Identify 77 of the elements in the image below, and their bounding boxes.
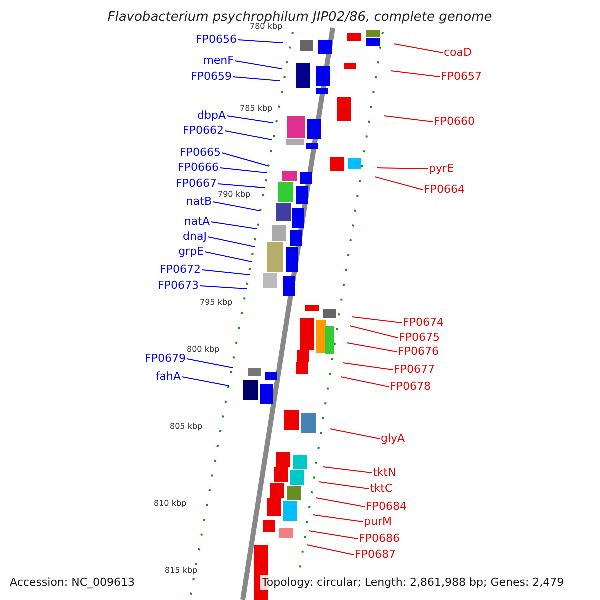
gene-label: FP0679 bbox=[145, 352, 186, 365]
gene-label: FP0660 bbox=[434, 115, 475, 128]
gene-label: FP0686 bbox=[359, 532, 400, 545]
leader-line bbox=[224, 130, 272, 140]
leader-line bbox=[316, 498, 366, 508]
leader-line bbox=[234, 60, 282, 70]
gene-label: FP0656 bbox=[196, 33, 237, 46]
gene-label: FP0675 bbox=[399, 331, 440, 344]
gene-label: FP0664 bbox=[424, 183, 465, 196]
gene-label: purM bbox=[364, 515, 392, 528]
leader-line bbox=[374, 176, 424, 190]
leader-line bbox=[376, 168, 428, 170]
gene-label: glyA bbox=[381, 432, 406, 445]
gene-label: pyrE bbox=[429, 162, 454, 175]
gene-label: FP0676 bbox=[398, 345, 439, 358]
leader-line bbox=[306, 544, 354, 556]
gene-label: FP0687 bbox=[355, 548, 396, 561]
scale-label: 815 kbp bbox=[165, 566, 198, 576]
gene-label: FP0684 bbox=[366, 500, 407, 513]
gene-label: FP0666 bbox=[178, 161, 219, 174]
leader-line bbox=[390, 70, 440, 78]
gene-label: dnaJ bbox=[183, 230, 207, 243]
leader-line bbox=[208, 236, 256, 248]
leader-line bbox=[312, 514, 364, 522]
gene-label: FP0667 bbox=[176, 177, 217, 190]
gene-label: tktC bbox=[370, 482, 393, 495]
leader-line bbox=[202, 270, 250, 276]
title: Flavobacterium psychrophilum JIP02/86, complete genome bbox=[106, 10, 494, 25]
leader-line bbox=[384, 116, 434, 122]
leader-line bbox=[352, 316, 402, 324]
leader-line bbox=[238, 40, 284, 44]
scale-label: 810 kbp bbox=[154, 499, 187, 509]
leader-line bbox=[330, 428, 380, 440]
scale-label: 800 kbp bbox=[187, 345, 220, 355]
gene-label: coaD bbox=[444, 46, 472, 59]
gene-label: natB bbox=[186, 195, 212, 208]
gene-label: FP0672 bbox=[160, 263, 201, 276]
leader-line bbox=[212, 202, 260, 212]
scale-label: 805 kbp bbox=[170, 422, 203, 432]
leader-line bbox=[226, 116, 274, 124]
leader-line bbox=[204, 252, 252, 262]
gene-label: grpE bbox=[178, 245, 204, 258]
scale-label: 795 kbp bbox=[200, 298, 233, 308]
gene-label: dbpA bbox=[198, 109, 226, 122]
gene-label: menF bbox=[203, 54, 234, 67]
gene-label: FP0674 bbox=[403, 316, 444, 329]
gene-label: FP0673 bbox=[158, 279, 199, 292]
scale-label: 780 kbp bbox=[250, 22, 283, 32]
gene-label: fahA bbox=[156, 370, 181, 383]
leader-line bbox=[218, 184, 266, 188]
gene-label: FP0678 bbox=[390, 380, 431, 393]
gene-label: FP0662 bbox=[183, 124, 224, 137]
footer-text: Topology: circular; Length: 2,861,988 bp; Genes: 2,479 bbox=[260, 575, 566, 590]
gene-label: FP0657 bbox=[441, 70, 482, 83]
gene-label: FP0659 bbox=[191, 70, 232, 83]
gene-label: FP0665 bbox=[180, 146, 221, 159]
gene-label: FP0677 bbox=[394, 363, 435, 376]
leader-line bbox=[232, 76, 280, 82]
leader-line bbox=[346, 342, 398, 352]
leader-line bbox=[182, 376, 230, 386]
leader-line bbox=[222, 152, 268, 166]
leader-line bbox=[318, 482, 370, 490]
scale-label: 790 kbp bbox=[218, 190, 251, 200]
leader-line bbox=[394, 44, 444, 54]
scale-label: 785 kbp bbox=[240, 104, 273, 114]
leader-line bbox=[350, 326, 398, 338]
leader-line bbox=[340, 376, 390, 388]
footer-text: Accession: NC_009613 bbox=[8, 575, 138, 590]
leader-line bbox=[220, 168, 268, 174]
leader-line bbox=[308, 530, 358, 540]
leader-line bbox=[200, 286, 248, 290]
leader-line bbox=[186, 358, 234, 368]
leader-line bbox=[322, 466, 372, 474]
gene-label: tktN bbox=[373, 466, 396, 479]
gene-label: natA bbox=[184, 215, 210, 228]
leader-line bbox=[342, 362, 394, 370]
leader-line bbox=[210, 222, 258, 230]
